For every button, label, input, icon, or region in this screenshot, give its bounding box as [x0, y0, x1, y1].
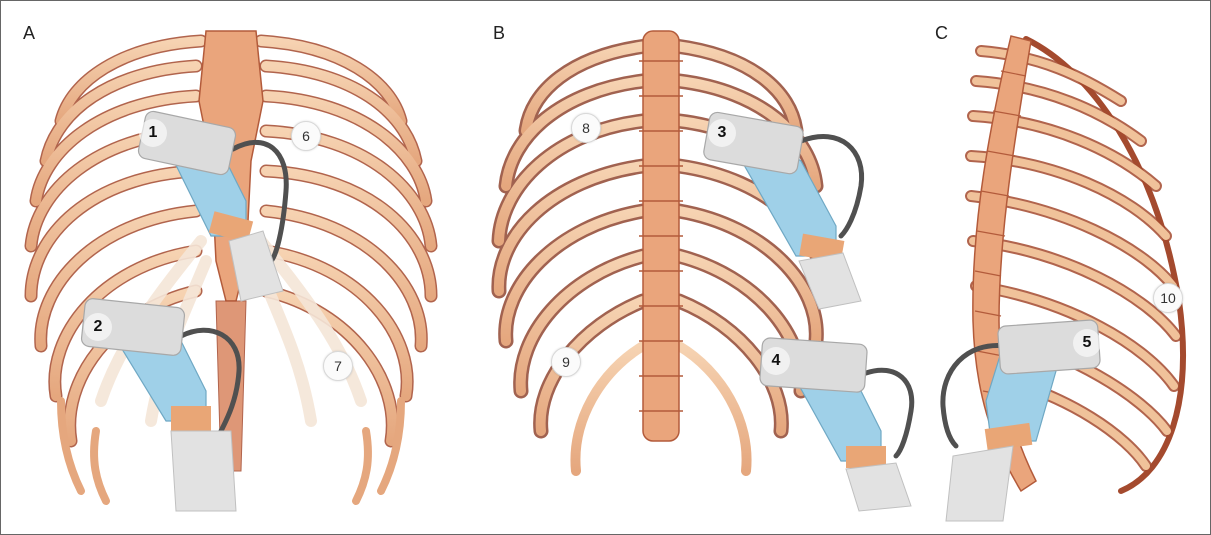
region-label-9: 9 [551, 347, 581, 377]
probe-label-5: 5 [1073, 329, 1101, 357]
region-label-8: 8 [571, 113, 601, 143]
panel-a-anterior-view: A [1, 1, 471, 534]
probe-label-4: 4 [762, 347, 790, 375]
region-label-10: 10 [1153, 283, 1183, 313]
vertebral-column [639, 31, 683, 441]
region-label-7: 7 [323, 351, 353, 381]
probe-label-2: 2 [84, 313, 112, 341]
region-label-6: 6 [291, 121, 321, 151]
panel-c-lateral-view: C [931, 1, 1210, 534]
lateral-rib-cage-illustration [931, 1, 1210, 534]
probe-label-1: 1 [139, 119, 167, 147]
anterior-rib-cage-illustration [1, 1, 471, 534]
probe-label-3: 3 [708, 119, 736, 147]
posterior-rib-cage-illustration [471, 1, 931, 534]
panel-b-posterior-view: B [471, 1, 931, 534]
